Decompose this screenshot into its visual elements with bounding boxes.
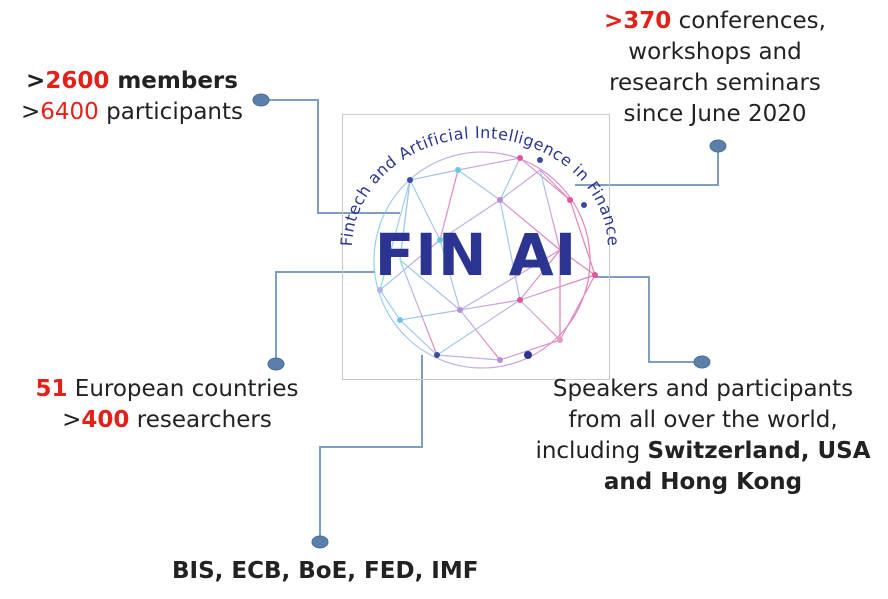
connector-conferences [575,146,719,186]
members-prefix: > [26,68,46,94]
dot-speakers [693,355,711,369]
researchers-count: 400 [81,407,130,433]
members-line: >2600 members [12,66,252,97]
countries-count: 51 [35,376,68,402]
dot-countries [267,357,285,371]
callout-speakers: Speakers and participants from all over … [530,374,876,498]
members-label: members [109,68,238,94]
participants-prefix: > [20,99,41,125]
speakers-including: including [535,438,648,464]
callout-conferences: >370 conferences, workshops and research… [590,6,840,130]
participants-line: >6400 participants [12,97,252,128]
network-nodes [377,155,598,363]
conferences-line2: workshops and [628,39,802,65]
countries-line: 51 European countries [22,374,312,405]
speakers-line3: including Switzerland, USA [530,436,876,467]
researchers-line: >400 researchers [22,405,312,436]
callout-countries: 51 European countries >400 researchers [22,374,312,436]
dot-conferences [709,139,727,153]
connector-members [261,99,400,214]
speakers-countries-1: Switzerland, USA [647,438,871,464]
dot-members [252,93,270,107]
members-count: 2600 [45,68,110,94]
countries-label: European countries [67,376,299,402]
conferences-line4: since June 2020 [623,101,807,127]
participants-label: participants [98,99,243,125]
speakers-line1: Speakers and participants [552,376,854,402]
speakers-line2: from all over the world, [568,407,838,433]
callout-members: >2600 members >6400 participants [12,66,252,128]
researchers-prefix: > [62,407,82,433]
connector-institutions [319,355,423,542]
conferences-count: >370 [604,8,672,34]
participants-count: 6400 [40,99,99,125]
researchers-label: researchers [129,407,272,433]
logo-frame [342,114,610,380]
callout-institutions: BIS, ECB, BoE, FED, IMF [172,558,479,584]
conferences-line1: >370 conferences, [590,6,840,37]
connector-speakers [595,276,702,363]
conferences-line3: research seminars [609,70,821,96]
logo-title: FIN AI [374,221,578,289]
conferences-label: conferences, [671,8,826,34]
speakers-countries-2: and Hong Kong [603,469,803,495]
dot-institutions [311,535,329,549]
